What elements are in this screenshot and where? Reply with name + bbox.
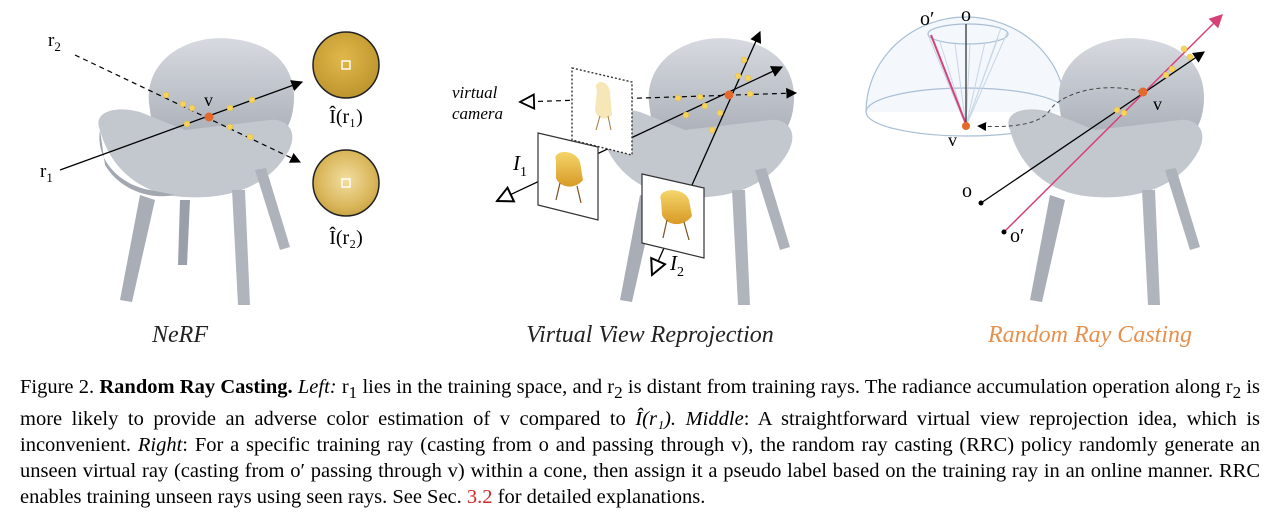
patch-r1-pixel [341, 60, 351, 70]
label-o: o [962, 180, 972, 202]
label-r1: r1 [40, 161, 53, 185]
label-o-prime-top: o′ [920, 8, 934, 30]
label-i1: I1 [512, 151, 527, 180]
panel-virtual-view: virtual camera I1 I2 Virtual View Reproj… [452, 32, 796, 348]
label-patch-r2: Î(r₂) [329, 226, 363, 249]
caption-right-text-b: for detailed explanations. [492, 486, 706, 509]
patch-r2 [312, 149, 380, 217]
section-ref-link[interactable]: 3.2 [466, 486, 493, 509]
point-v-right [1138, 87, 1148, 97]
label-v-cone: v [948, 130, 957, 150]
caption-right-label: Right [137, 434, 183, 457]
chair-illustration-right [1008, 38, 1205, 305]
sample-points-left [162, 91, 256, 141]
caption-left-text-a: r [336, 376, 349, 398]
caption-title: Random Ray Casting. [99, 376, 293, 398]
sample-points-right [1113, 45, 1194, 117]
figure-2-illustration: r2 r1 v Î(r₁) Î(r₂) NeRF [40, 4, 1223, 348]
point-v-left [204, 112, 214, 122]
virtual-image-plane [571, 67, 633, 156]
panel-nerf: r2 r1 v Î(r₁) Î(r₂) NeRF [40, 30, 380, 348]
cone-hemisphere [865, 16, 1067, 137]
image-plane-i2 [641, 173, 705, 259]
label-r2: r2 [48, 30, 61, 54]
label-virtual-camera-2: camera [452, 104, 503, 123]
label-i2: I2 [669, 251, 684, 280]
caption-hat-symbol: Î(r₁). [635, 408, 677, 431]
caption-left-text-c: is distant from training rays. The radia… [622, 376, 1233, 398]
patch-r1 [312, 31, 380, 99]
chair-illustration-middle [598, 38, 795, 305]
label-v-left: v [204, 90, 213, 110]
ray-r1 [59, 80, 304, 171]
panel-title-rrc: Random Ray Casting [987, 322, 1192, 348]
caption-left-text-b: lies in the training space, and r [357, 376, 615, 398]
point-v-middle [724, 90, 734, 100]
caption-sub-1: 1 [348, 383, 358, 403]
caption-sub-3: 2 [1232, 383, 1242, 403]
caption-left-label: Left: [297, 376, 337, 398]
ray-r2 [74, 54, 301, 163]
caption-right-text-a: : For a specific training ray (casting f… [20, 434, 1261, 509]
link-dashed [977, 87, 1143, 131]
caption-middle-text: : A straightforward virtual view reproje… [20, 408, 1260, 457]
panel-title-nerf: NeRF [151, 322, 208, 348]
panel-title-virtual-view: Virtual View Reprojection [526, 322, 774, 348]
panel-random-ray-casting: o′ o v o o′ v Random Ray Casting [865, 4, 1223, 348]
caption-fig-label: Figure 2. [20, 376, 95, 398]
label-o-top: o [961, 4, 971, 26]
figure-caption: Figure 2. Random Ray Casting. Left: r1 l… [20, 374, 1260, 510]
label-v-right: v [1153, 94, 1162, 114]
label-virtual-camera-1: virtual [452, 83, 498, 102]
label-o-prime: o′ [1010, 225, 1024, 247]
caption-middle-label: Middle [685, 408, 744, 431]
caption-sub-2: 2 [614, 383, 623, 403]
label-patch-r1: Î(r₁) [329, 105, 363, 128]
caption-left-text-d: is more likely to provide an adverse col… [20, 376, 1261, 431]
patch-r2-pixel [341, 178, 351, 188]
image-plane-i1 [537, 132, 599, 221]
chair-illustration-left [98, 38, 295, 305]
sample-points-middle [674, 56, 754, 134]
